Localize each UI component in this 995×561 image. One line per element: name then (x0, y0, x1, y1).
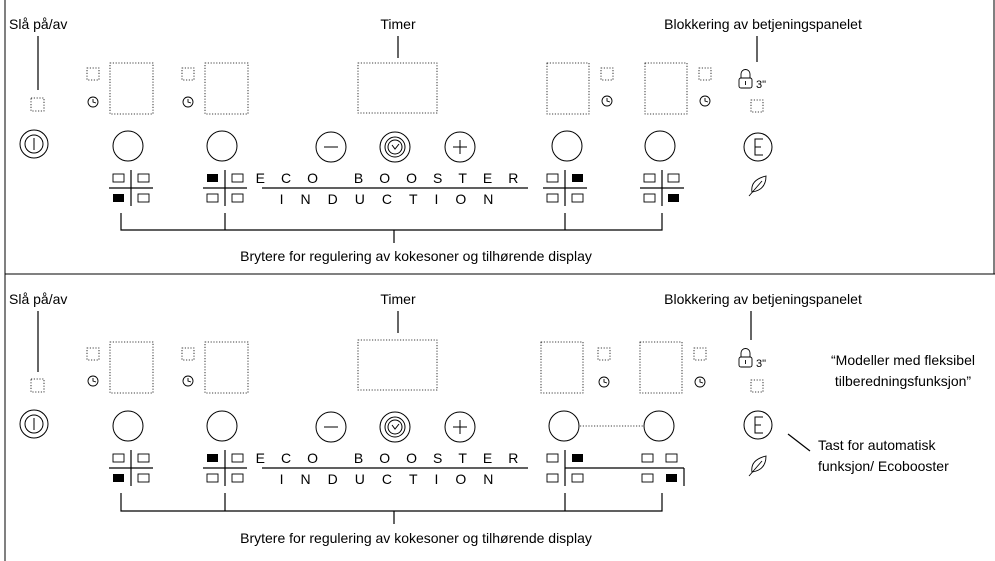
clock-icon (87, 96, 99, 108)
clock-icon[interactable] (379, 411, 411, 443)
zone1-button[interactable] (112, 130, 144, 162)
zone2-indicator-grid (203, 170, 247, 206)
zone1-display (109, 62, 154, 115)
zones-bracket (120, 213, 663, 231)
zone2-timer-indicator (181, 67, 195, 81)
zone4-timer-indicator (693, 347, 707, 361)
zone1-indicator-grid (109, 450, 153, 486)
zone3-button[interactable] (551, 130, 583, 162)
clock-icon (699, 95, 711, 107)
power-indicator (30, 97, 45, 112)
flex-zone-indicator-grid (546, 450, 685, 486)
zone3-indicator-grid (543, 170, 587, 206)
zone4-display (639, 341, 683, 394)
zone2-display (204, 62, 249, 115)
minus-icon[interactable] (315, 131, 347, 163)
flex-note-line1: “Modeller med fleksibel (831, 352, 975, 368)
e-key-label-line2: funksjon/ Ecobooster (818, 458, 949, 474)
leaf-icon (748, 455, 767, 477)
flex-note-line2: tilberedningsfunksjon” (835, 373, 972, 389)
power-label: Slå på/av (9, 291, 67, 307)
plus-icon[interactable] (444, 131, 476, 163)
zone3-display (546, 62, 590, 115)
lock-time: 3" (756, 79, 766, 91)
lock-time: 3" (756, 358, 766, 370)
induction-text: INDUCTION (280, 191, 511, 207)
timer-display (357, 339, 438, 391)
zone1-display (109, 341, 154, 394)
zone2-button[interactable] (206, 130, 238, 162)
e-key-leader (787, 433, 811, 452)
zones-label: Brytere for regulering av kokesoner og t… (240, 248, 592, 264)
panel-top: Slå på/av Timer Blokkering av betjenings… (9, 16, 862, 264)
lock-label: Blokkering av betjeningspanelet (664, 291, 862, 307)
zone2-button[interactable] (206, 410, 238, 442)
zone4-timer-indicator (698, 67, 712, 81)
minus-icon[interactable] (315, 411, 347, 443)
clock-icon (694, 376, 706, 388)
clock-icon (182, 375, 194, 387)
zone4-indicator-grid (640, 170, 684, 206)
eco-booster-text: ECO BOOSTER (256, 450, 535, 466)
lock-indicator (750, 379, 764, 393)
power-label: Slå på/av (9, 16, 67, 32)
timer-label: Timer (380, 291, 416, 307)
clock-icon (598, 376, 610, 388)
clock-icon[interactable] (379, 131, 411, 163)
zones-label: Brytere for regulering av kokesoner og t… (240, 530, 592, 546)
timer-display (357, 62, 438, 114)
power-icon[interactable] (19, 129, 49, 159)
e-key-icon[interactable] (743, 410, 773, 440)
zone4-display (644, 62, 688, 115)
eco-booster-text: ECO BOOSTER (256, 170, 535, 186)
clock-icon (182, 96, 194, 108)
e-key-label-line1: Tast for automatisk (818, 437, 936, 453)
zone3-button[interactable] (548, 410, 580, 442)
leaf-icon (748, 175, 767, 197)
zone3-timer-indicator (600, 67, 614, 81)
zone2-timer-indicator (181, 347, 195, 361)
zone4-button[interactable] (643, 410, 675, 442)
zone1-timer-indicator (86, 67, 100, 81)
power-icon[interactable] (19, 409, 49, 439)
clock-icon (601, 95, 613, 107)
zone1-timer-indicator (86, 347, 100, 361)
zone1-indicator-grid (109, 170, 153, 206)
induction-text: INDUCTION (280, 471, 511, 487)
lock-indicator (750, 99, 764, 113)
zones-bracket (120, 493, 663, 512)
zone2-indicator-grid (203, 450, 247, 486)
plus-icon[interactable] (444, 411, 476, 443)
lock-label: Blokkering av betjeningspanelet (664, 16, 862, 32)
zone1-button[interactable] (112, 410, 144, 442)
zone3-display (540, 341, 584, 394)
zone2-display (204, 341, 249, 394)
e-key-icon[interactable] (743, 132, 773, 162)
clock-icon (87, 375, 99, 387)
zone3-timer-indicator (597, 347, 611, 361)
lock-icon (738, 348, 753, 368)
panel-bottom: Slå på/av Timer Blokkering av betjenings… (9, 291, 975, 546)
power-indicator (30, 378, 45, 393)
lock-icon (738, 69, 753, 89)
zone4-button[interactable] (644, 130, 676, 162)
timer-label: Timer (380, 16, 416, 32)
